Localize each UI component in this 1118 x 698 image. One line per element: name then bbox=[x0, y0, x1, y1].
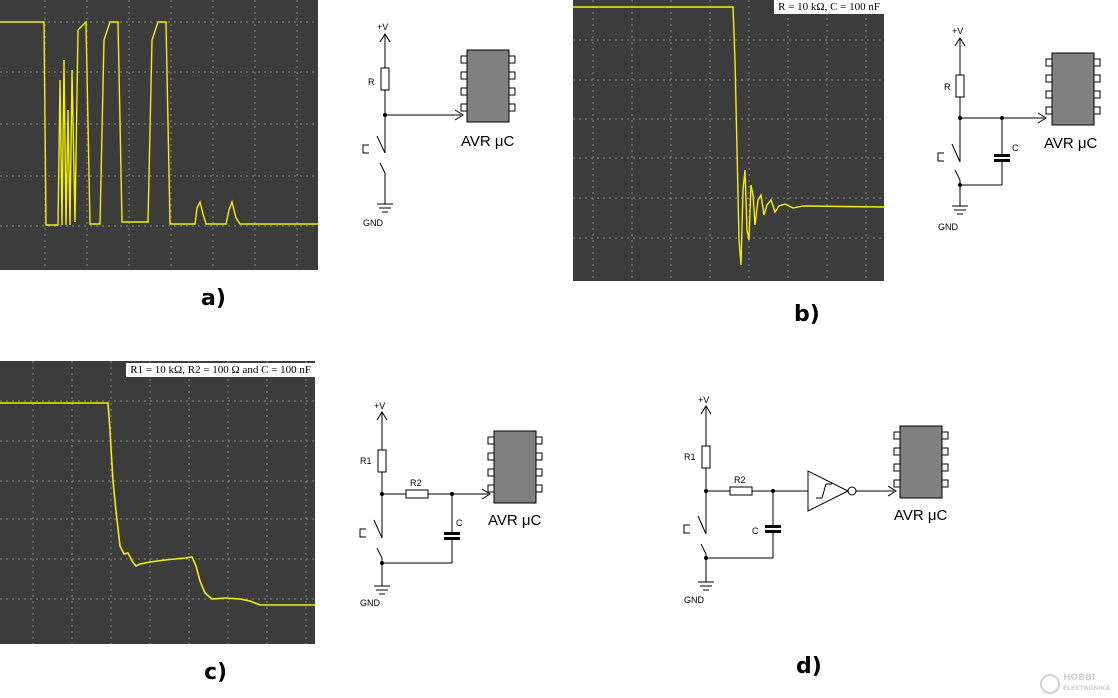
scope-b-graph bbox=[573, 0, 884, 281]
label-c-b: C bbox=[1012, 143, 1019, 153]
scope-b-grid bbox=[573, 0, 884, 281]
scope-c-graph bbox=[0, 361, 315, 644]
label-mcu-a: AVR μC bbox=[461, 133, 515, 150]
label-r2-d: R2 bbox=[734, 475, 746, 485]
scope-screen-b: R = 10 kΩ, C = 100 nF bbox=[573, 0, 884, 281]
schematic-b: +V R C GND AVR μC bbox=[937, 26, 1101, 232]
label-r1-d: R1 bbox=[684, 452, 696, 462]
panel-label-a: a) bbox=[201, 286, 226, 311]
label-c-c: C bbox=[456, 518, 463, 528]
scope-b-caption: R = 10 kΩ, C = 100 nF bbox=[774, 0, 884, 14]
schematic-d: +V R1 R2 C GND AVR μC bbox=[683, 395, 949, 605]
scope-a-grid bbox=[0, 0, 318, 270]
scope-a-trace bbox=[0, 20, 318, 226]
panel-label-d: d) bbox=[796, 654, 822, 679]
label-r2-c: R2 bbox=[410, 478, 422, 488]
schematic-c: +V R1 R2 C GND AVR μC bbox=[359, 401, 543, 608]
panel-label-c: c) bbox=[204, 660, 228, 685]
scope-b-trace bbox=[573, 6, 884, 266]
schematic-a: +V R GND AVR μC bbox=[362, 22, 516, 228]
label-mcu-c: AVR μC bbox=[488, 512, 542, 529]
logo-line1: HOBBI bbox=[1062, 673, 1096, 683]
label-gnd-b: GND bbox=[938, 222, 959, 232]
label-r-b: R bbox=[944, 82, 951, 92]
label-vcc-d: +V bbox=[698, 395, 709, 405]
label-mcu-b: AVR μC bbox=[1044, 135, 1098, 152]
label-r1-c: R1 bbox=[360, 456, 372, 466]
scope-a-graph bbox=[0, 0, 318, 270]
panel-label-b: b) bbox=[794, 302, 820, 327]
label-gnd-d: GND bbox=[684, 595, 705, 605]
label-vcc-c: +V bbox=[374, 401, 385, 411]
scope-c-caption: R1 = 10 kΩ, R2 = 100 Ω and C = 100 nF bbox=[126, 363, 315, 377]
label-gnd-a: GND bbox=[363, 218, 384, 228]
label-vcc-a: +V bbox=[377, 22, 388, 32]
logo-ring-icon bbox=[1039, 673, 1060, 694]
logo-line2: ELEKTRONIKA bbox=[1062, 685, 1110, 692]
label-vcc-b: +V bbox=[952, 26, 963, 36]
scope-screen-c: R1 = 10 kΩ, R2 = 100 Ω and C = 100 nF bbox=[0, 361, 315, 644]
scope-screen-a bbox=[0, 0, 318, 270]
label-mcu-d: AVR μC bbox=[894, 507, 948, 524]
scope-c-trace bbox=[0, 402, 315, 606]
label-c-d: C bbox=[752, 526, 759, 536]
hobbi-elektronika-logo: HOBBI ELEKTRONIKA bbox=[1039, 673, 1110, 694]
scope-c-grid bbox=[0, 361, 315, 644]
label-gnd-c: GND bbox=[360, 598, 381, 608]
label-r-a: R bbox=[368, 77, 375, 87]
